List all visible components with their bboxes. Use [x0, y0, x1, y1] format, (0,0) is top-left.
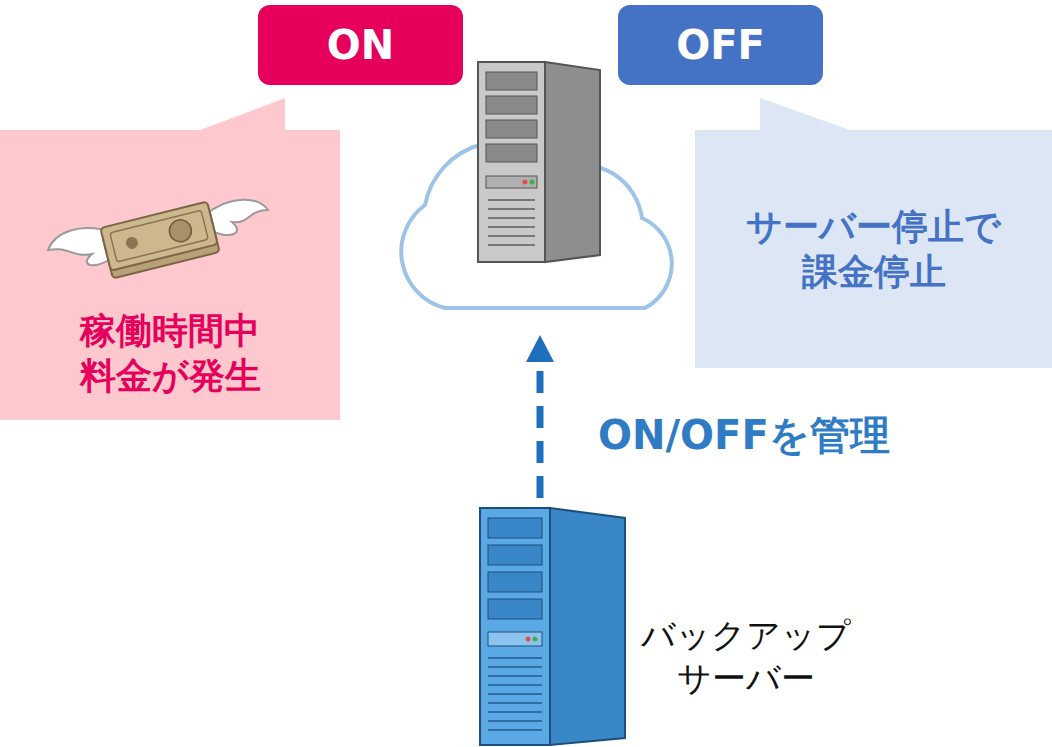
- vent-stroke: [488, 693, 542, 695]
- arrow-label: ON/OFFを管理: [598, 408, 890, 463]
- off-badge: OFF: [618, 5, 823, 85]
- vent-stroke: [488, 666, 542, 668]
- vent-stroke: [488, 244, 535, 246]
- vent-stroke: [488, 217, 535, 219]
- vent-stroke: [488, 235, 535, 237]
- vent-stroke: [488, 208, 535, 210]
- callout-ground: [695, 98, 1052, 368]
- control-arrow: [537, 362, 544, 498]
- node-text: 稼働時間中 料金が発生: [69, 308, 271, 398]
- backup-server-icon: [480, 508, 625, 745]
- vent-stroke: [488, 226, 535, 228]
- vent-stroke: [488, 675, 542, 677]
- cloud-server-icon: [478, 62, 600, 262]
- arrow-head: [526, 335, 554, 362]
- callout-box: サーバー停止で 課金停止: [695, 130, 1052, 368]
- callout-box: 稼働時間中 料金が発生: [0, 130, 340, 420]
- callout-ground: [0, 98, 340, 420]
- server-node: バックアップ サーバー: [622, 606, 871, 707]
- node-text: バックアップ サーバー: [634, 614, 858, 699]
- vent-stroke: [488, 711, 542, 713]
- node-text: ON: [327, 20, 394, 70]
- node-text: サーバー停止で 課金停止: [737, 204, 1011, 294]
- vent-stroke: [488, 729, 542, 731]
- vent-stroke: [488, 720, 542, 722]
- node-text: OFF: [676, 20, 765, 70]
- vent-stroke: [488, 684, 542, 686]
- on-badge: ON: [258, 5, 463, 85]
- flying-money-icon: [48, 200, 268, 279]
- vent-stroke: [488, 199, 535, 201]
- vent-stroke: [488, 702, 542, 704]
- vent-stroke: [488, 657, 542, 659]
